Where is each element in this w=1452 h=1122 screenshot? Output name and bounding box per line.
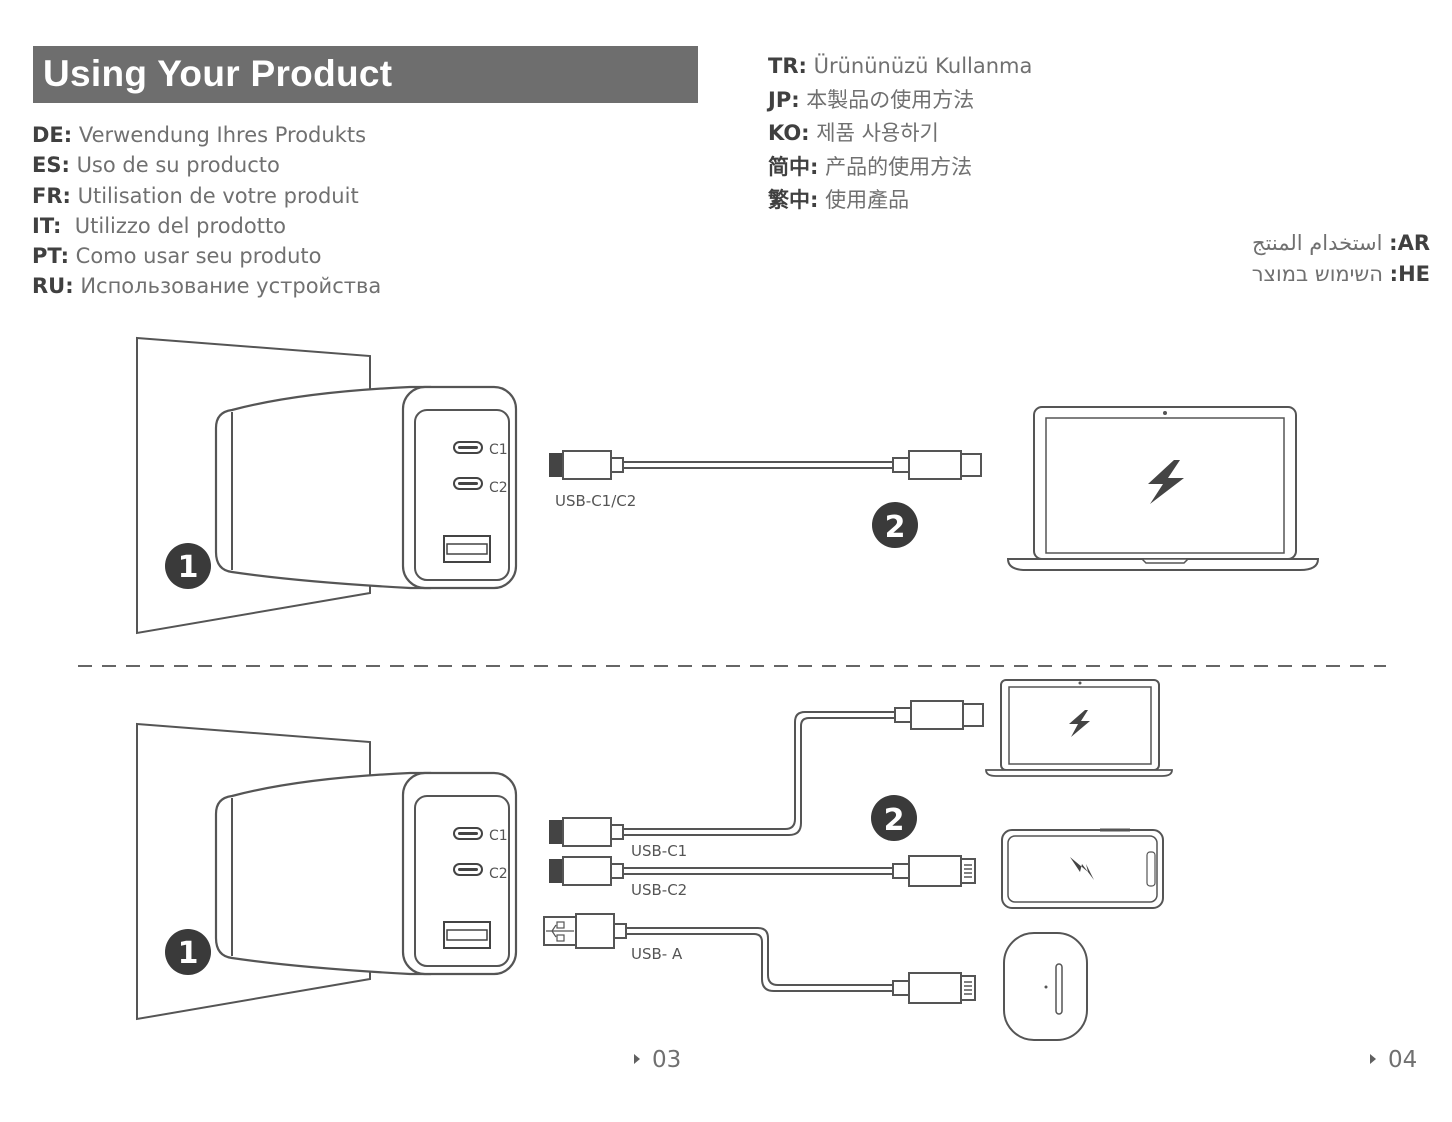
page-arrow-icon — [634, 1053, 640, 1064]
svg-text:1: 1 — [178, 936, 199, 971]
step-1-badge-bottom: 1 — [165, 929, 211, 975]
page-number-right: 04 — [1370, 1047, 1417, 1073]
lang-row-he: השימוש במוצר :HE — [1251, 262, 1430, 286]
charging-bolt-icon-phone — [1070, 857, 1094, 880]
svg-text:2: 2 — [885, 510, 906, 545]
language-list-right: TR: Ürününüzü Kullanma JP: 本製品の使用方法 KO: … — [768, 50, 1032, 218]
phone — [1001, 828, 1164, 909]
section-title-bar: Using Your Product — [33, 46, 698, 103]
earbuds-case — [1003, 932, 1088, 1041]
lang-row-zh-hans: 简中: 产品的使用方法 — [768, 154, 973, 179]
step-2-badge-bottom: 2 — [871, 795, 917, 841]
step-2-badge-top: 2 — [872, 502, 918, 548]
lang-row-jp: JP: 本製品の使用方法 — [768, 87, 975, 112]
port-label-c2-bottom: C2 — [489, 866, 508, 882]
lang-row-ru: RU: Использование устройства — [32, 274, 382, 299]
lang-row-it: IT: Utilizzo del prodotto — [32, 213, 287, 238]
laptop-top — [1006, 406, 1320, 571]
page-title: Using Your Product — [43, 53, 393, 94]
usb-trident-icon — [546, 924, 574, 938]
page-number-left: 03 — [634, 1047, 681, 1073]
lang-row-es: ES: Uso de su producto — [32, 153, 280, 178]
step-1-badge-top: 1 — [165, 543, 211, 589]
svg-text:2: 2 — [884, 803, 905, 838]
port-label-c2-top: C2 — [489, 480, 508, 496]
charging-bolt-icon-laptop — [1069, 710, 1090, 737]
charger-top — [135, 336, 518, 635]
usb-c1-cable — [548, 700, 984, 847]
lang-row-tr: TR: Ürününüzü Kullanma — [768, 54, 1033, 78]
charging-bolt-icon — [1148, 460, 1184, 504]
lang-row-zh-hant: 繁中: 使用產品 — [768, 188, 910, 212]
cable-label-usb-c1: USB-C1 — [631, 842, 687, 860]
port-label-c1-top: C1 — [489, 442, 508, 458]
cable-label-usb-a: USB- A — [631, 945, 683, 963]
cable-label-usb-c2: USB-C2 — [631, 881, 687, 899]
lang-row-ar: استخدام المنتج :AR — [1252, 231, 1430, 255]
lang-row-fr: FR: Utilisation de votre produit — [32, 183, 359, 208]
usb-c-cable-top — [548, 450, 982, 480]
lang-row-pt: PT: Como usar seu produto — [32, 244, 322, 269]
lang-row-ko: KO: 제품 사용하기 — [768, 121, 939, 145]
usb-a-cable — [543, 913, 976, 1004]
charger-bottom — [135, 722, 518, 1021]
language-list-rtl: استخدام المنتج :AR השימוש במוצר :HE — [1252, 228, 1430, 290]
language-list-left: DE: Verwendung Ihres Produkts ES: Uso de… — [32, 120, 381, 302]
lang-row-de: DE: Verwendung Ihres Produkts — [32, 123, 367, 147]
laptop-bottom — [985, 679, 1173, 777]
svg-text:1: 1 — [178, 550, 199, 585]
port-label-c1-bottom: C1 — [489, 828, 508, 844]
usb-c2-cable — [548, 855, 976, 887]
page-arrow-icon — [1370, 1053, 1376, 1064]
cable-label-usb-c1-c2: USB-C1/C2 — [555, 492, 636, 510]
